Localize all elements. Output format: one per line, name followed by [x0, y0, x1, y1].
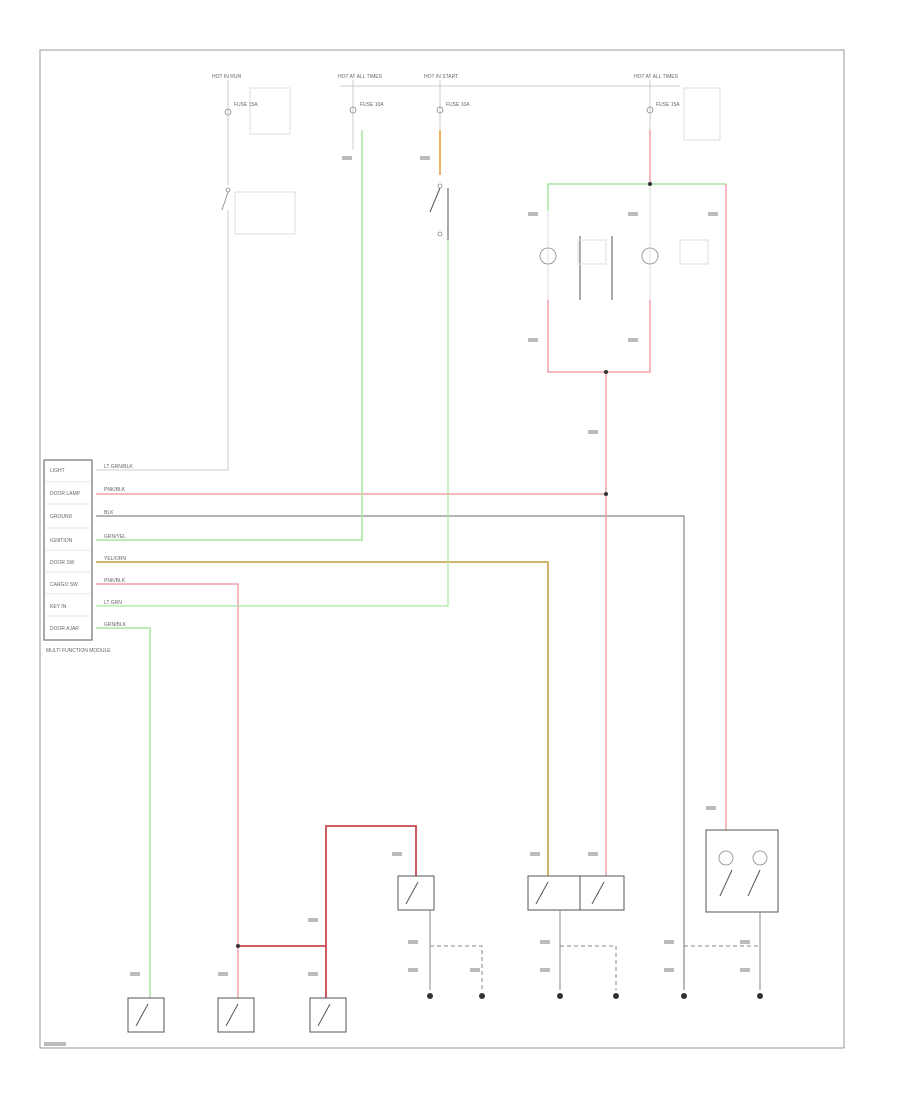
fuse-block-4: HOT AT ALL TIMES FUSE 15A — [634, 74, 721, 141]
wire-pnk-blk-top — [96, 372, 607, 495]
wire-pink-lamp-bottom — [547, 300, 651, 373]
module-caption: MULTI FUNCTION MODULE — [46, 648, 111, 654]
lamp-circle-1 — [718, 850, 734, 866]
module-pin-5-wire: YEL/ORN — [104, 556, 126, 562]
module-pin-8-label: DOOR AJAR — [50, 626, 79, 632]
wire-label-marks — [44, 156, 750, 1046]
wire-grn-yel — [96, 130, 363, 541]
fuse-block-2-name: HOT AT ALL TIMES — [338, 74, 383, 80]
fuse-block-2-fuse: FUSE 10A — [360, 102, 384, 108]
ignition-switch — [221, 150, 296, 235]
door-switch-left — [127, 997, 165, 1033]
multi-function-module: LIGHT DOOR LAMP GROUND IGNITION DOOR SW … — [43, 459, 133, 654]
wire-lt-grn-keyin — [96, 240, 449, 607]
wire-darkred-loop — [325, 825, 417, 1000]
module-pin-8-wire: GRN/BLK — [104, 622, 127, 628]
fuse-block-3: HOT IN START FUSE 10A — [424, 74, 470, 130]
wire-yel-orn — [96, 561, 549, 880]
module-pin-2-label: DOOR LAMP — [50, 491, 81, 497]
door-switch-left-center — [217, 997, 255, 1033]
wire-green-lamp-top — [547, 183, 726, 210]
module-pin-4-wire: GRN/YEL — [104, 534, 126, 540]
diagram-frame — [39, 49, 845, 1049]
module-pin-1-label: LIGHT — [50, 468, 65, 474]
fuse-block-1-fuse: FUSE 15A — [234, 102, 258, 108]
wire-lt-grn-blk — [96, 210, 229, 471]
wire-blk-ground — [96, 515, 685, 990]
ground-wires — [429, 910, 761, 990]
module-pin-1-wire: LT GRN/BLK — [104, 464, 133, 470]
wire-pnk-cargo — [96, 583, 239, 1000]
fuse-block-4-fuse: FUSE 15A — [656, 102, 680, 108]
module-pin-4-label: IGNITION — [50, 538, 73, 544]
lamp-switch-right — [705, 829, 779, 913]
fuse-block-1-name: HOT IN RUN — [212, 74, 241, 80]
module-pin-5-label: DOOR SW — [50, 560, 75, 566]
ground-points — [427, 993, 763, 999]
fuse-block-2: HOT AT ALL TIMES FUSE 10A — [338, 74, 384, 150]
module-pin-7-wire: LT GRN — [104, 600, 122, 606]
switch-contacts — [135, 869, 761, 1027]
fuse-block-3-fuse: FUSE 10A — [446, 102, 470, 108]
splice-points — [236, 182, 652, 948]
module-pin-6-label: CARGO SW — [50, 582, 78, 588]
door-switch-center — [309, 997, 347, 1033]
module-pin-7-label: KEY IN — [50, 604, 67, 610]
module-pin-6-wire: PNK/BLK — [104, 578, 126, 584]
fuse-block-4-name: HOT AT ALL TIMES — [634, 74, 679, 80]
key-in-switch — [429, 130, 449, 240]
module-pin-2-wire: PNK/BLK — [104, 487, 126, 493]
lamp-circle-2 — [752, 850, 768, 866]
module-pin-3-wire: BLK — [104, 510, 114, 516]
dome-lamp-assembly — [539, 183, 709, 373]
wire-grn-blk-ajar — [96, 627, 151, 1000]
fuse-block-3-name: HOT IN START — [424, 74, 458, 80]
fuse-block-1: HOT IN RUN FUSE 15A — [212, 74, 291, 150]
cargo-switch — [397, 875, 435, 911]
door-switch-pair — [527, 875, 625, 911]
module-pin-3-label: GROUND — [50, 514, 73, 520]
